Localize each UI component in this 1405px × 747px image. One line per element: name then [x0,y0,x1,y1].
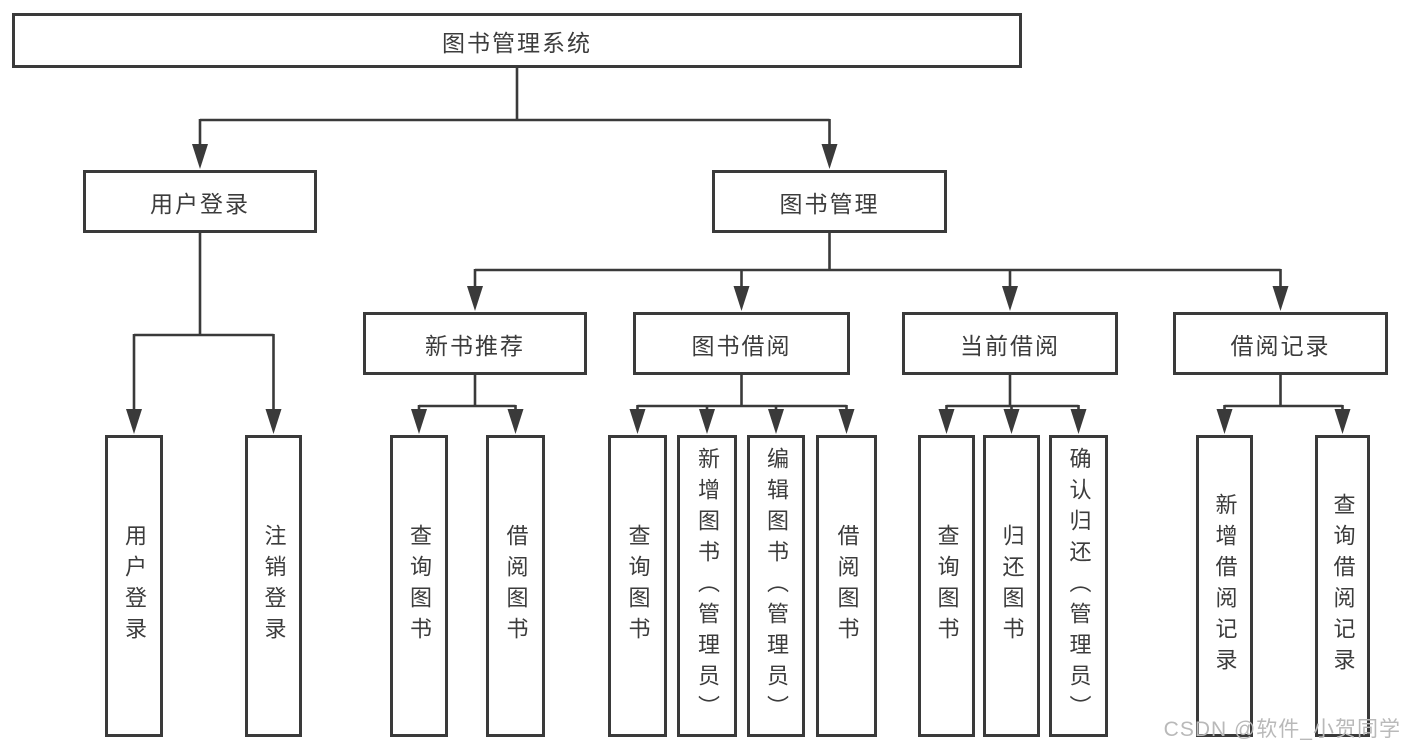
node-cur-return: 归还图书 [983,435,1040,737]
node-cur-confirm: 确认归还（管理员） [1049,435,1108,737]
node-label-cur-return: 归还图书 [999,524,1025,648]
node-login: 用户登录 [83,170,317,233]
node-label-rec-query: 查询图书 [407,524,432,648]
node-label-mgmt: 图书管理 [779,190,880,217]
node-label-recs-add: 新增借阅记录 [1212,493,1238,679]
node-borrow-edit: 编辑图书（管理员） [747,435,805,737]
watermark-text: CSDN @软件_小贺同学 [1163,718,1401,741]
node-label-borrow-query: 查询图书 [625,524,651,648]
node-recs-add: 新增借阅记录 [1196,435,1253,737]
node-label-rec: 新书推荐 [425,332,525,359]
node-label-records: 借阅记录 [1230,332,1331,359]
node-login-user: 用户登录 [105,435,163,737]
node-label-recs-query: 查询借阅记录 [1330,493,1356,679]
node-cur-query: 查询图书 [918,435,975,737]
node-recs-query: 查询借阅记录 [1315,435,1370,737]
node-borrow: 图书借阅 [633,312,850,375]
node-borrow-query: 查询图书 [608,435,667,737]
node-label-login-logout: 注销登录 [261,524,287,648]
node-label-cur-confirm: 确认归还（管理员） [1066,446,1092,726]
node-label-login: 用户登录 [150,190,250,217]
node-borrow-borrow: 借阅图书 [816,435,877,737]
node-rec-query: 查询图书 [390,435,448,737]
node-label-sys: 图书管理系统 [442,29,592,56]
node-rec: 新书推荐 [363,312,587,375]
node-login-logout: 注销登录 [245,435,302,737]
node-label-borrow-edit: 编辑图书（管理员） [764,446,789,726]
node-sys: 图书管理系统 [12,13,1022,68]
node-current: 当前借阅 [902,312,1118,375]
node-label-current: 当前借阅 [960,332,1060,359]
node-rec-borrow: 借阅图书 [486,435,545,737]
node-label-rec-borrow: 借阅图书 [503,524,529,648]
node-label-login-user: 用户登录 [122,524,147,648]
node-mgmt: 图书管理 [712,170,947,233]
node-borrow-add: 新增图书（管理员） [677,435,737,737]
node-label-borrow-add: 新增图书（管理员） [695,446,720,726]
node-label-borrow-borrow: 借阅图书 [834,524,860,648]
node-label-cur-query: 查询图书 [934,524,960,648]
node-records: 借阅记录 [1173,312,1388,375]
node-label-borrow: 图书借阅 [691,332,792,359]
